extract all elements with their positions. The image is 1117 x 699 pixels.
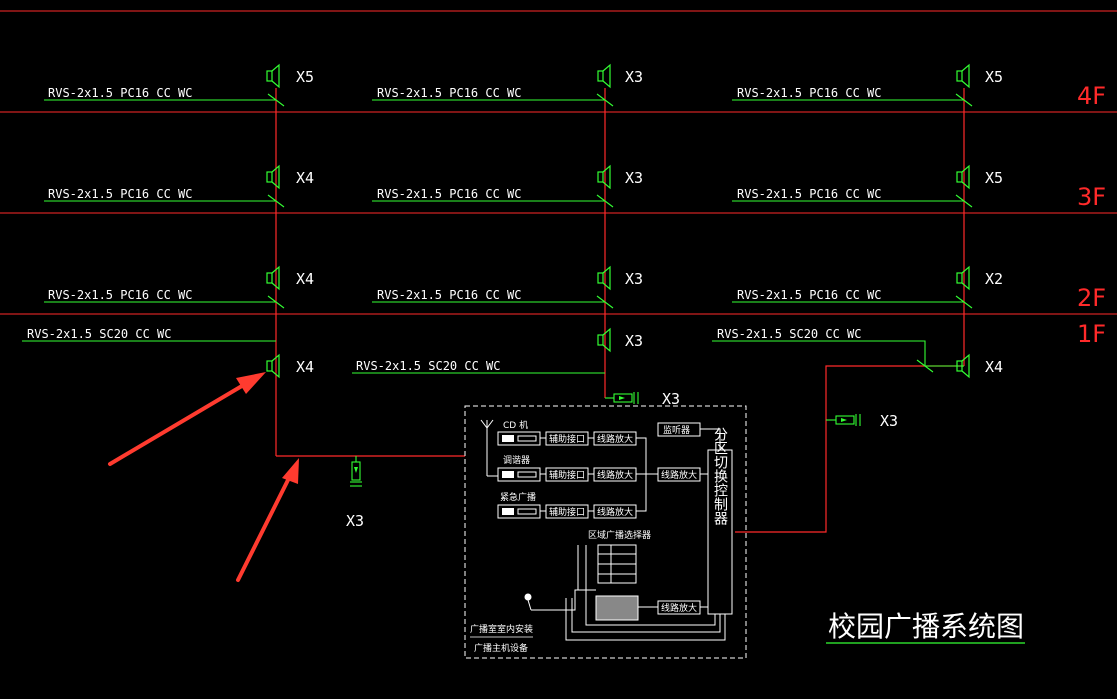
cable-labels: RVS-2x1.5 PC16 CC WC RVS-2x1.5 PC16 CC W… — [27, 86, 882, 373]
speaker-icon — [266, 354, 280, 378]
floor-label-4f: 4F — [1077, 82, 1106, 110]
microphone-icon — [524, 593, 532, 611]
cable-label: RVS-2x1.5 PC16 CC WC — [737, 187, 882, 201]
speaker-count: X3 — [880, 412, 898, 430]
horn-speaker-icon — [835, 413, 861, 427]
speaker-icon — [597, 64, 611, 88]
annotation-arrow — [108, 378, 254, 466]
preamp-label: 辅助接口 — [549, 469, 585, 481]
cable-label: RVS-2x1.5 SC20 CC WC — [356, 359, 501, 373]
speaker-counts: X5 X3 X5 X4 X3 X5 X4 X3 X2 X4 X3 X4 — [296, 68, 1003, 376]
speaker-count: X4 — [296, 169, 314, 187]
speaker-count: X3 — [346, 512, 364, 530]
floor-label-3f: 3F — [1077, 183, 1106, 211]
antenna-icon — [480, 419, 498, 477]
speaker-count: X3 — [625, 332, 643, 350]
room-wiring — [531, 428, 726, 641]
speaker-count: X3 — [625, 68, 643, 86]
cable-label: RVS-2x1.5 PC16 CC WC — [48, 288, 193, 302]
cable-label: RVS-2x1.5 PC16 CC WC — [377, 86, 522, 100]
amp-label: 线路放大 — [661, 469, 697, 481]
speaker-icon — [956, 266, 970, 290]
zone-selector-icon — [597, 544, 637, 584]
speaker-icon — [597, 266, 611, 290]
source-label: 调谐器 — [503, 455, 530, 466]
speaker-count: X2 — [985, 270, 1003, 288]
preamp-label: 辅助接口 — [549, 506, 585, 518]
broadcast-room: CD 机 调谐器 紧急广播 辅助接口 辅助接口 辅助接口 线路放大 线路放大 线… — [464, 405, 747, 659]
cable-label: RVS-2x1.5 PC16 CC WC — [377, 288, 522, 302]
cable-label: RVS-2x1.5 PC16 CC WC — [377, 187, 522, 201]
speaker-icon — [266, 64, 280, 88]
diagram-title: 校园广播系统图 — [828, 610, 1024, 643]
speaker-icon — [266, 266, 280, 290]
speaker-icon — [266, 165, 280, 189]
room-note: 广播室室内安装 — [470, 623, 533, 635]
cable-label: RVS-2x1.5 PC16 CC WC — [737, 86, 882, 100]
outdoor-speakers: X3 X3 X3 — [346, 390, 898, 530]
controller-label: 分区切换控制器 — [712, 427, 728, 525]
arrow-head-icon — [282, 458, 299, 484]
cable-label: RVS-2x1.5 PC16 CC WC — [48, 187, 193, 201]
speaker-count: X5 — [985, 68, 1003, 86]
preamp-label: 辅助接口 — [549, 433, 585, 445]
cable-label: RVS-2x1.5 PC16 CC WC — [737, 288, 882, 302]
speaker-count: X3 — [625, 169, 643, 187]
speaker-icon — [597, 165, 611, 189]
speaker-count: X4 — [296, 270, 314, 288]
zone-selector-label: 区域广播选择器 — [588, 529, 651, 541]
horn-speaker-icon — [613, 391, 639, 405]
speaker-count: X3 — [662, 390, 680, 408]
horn-speaker-icon — [349, 461, 363, 487]
speaker-icon — [956, 64, 970, 88]
speaker-count: X4 — [296, 358, 314, 376]
speaker-count: X4 — [985, 358, 1003, 376]
cable-lines — [22, 93, 973, 374]
amp-label: 线路放大 — [661, 602, 697, 614]
speaker-count: X5 — [985, 169, 1003, 187]
source-label: CD 机 — [503, 419, 528, 431]
mixer-icon — [595, 595, 639, 621]
speaker-count: X5 — [296, 68, 314, 86]
speaker-count: X3 — [625, 270, 643, 288]
cable-label: RVS-2x1.5 PC16 CC WC — [48, 86, 193, 100]
cable-label: RVS-2x1.5 SC20 CC WC — [27, 327, 172, 341]
amp-label: 线路放大 — [597, 433, 633, 445]
speaker-icon — [597, 328, 611, 352]
cable-label: RVS-2x1.5 SC20 CC WC — [717, 327, 862, 341]
floor-label-1f: 1F — [1077, 320, 1106, 348]
arrow-head-icon — [236, 372, 266, 394]
risers — [275, 88, 965, 533]
floor-label-2f: 2F — [1077, 284, 1106, 312]
floor-lines — [0, 10, 1117, 315]
source-label: 紧急广播 — [500, 491, 536, 503]
monitor-label: 监听器 — [663, 424, 690, 436]
amp-label: 线路放大 — [597, 469, 633, 481]
annotation-arrow — [236, 472, 293, 582]
room-note: 广播主机设备 — [474, 642, 528, 654]
speaker-icon — [956, 165, 970, 189]
annotation-arrows — [108, 372, 299, 582]
amp-label: 线路放大 — [597, 506, 633, 518]
